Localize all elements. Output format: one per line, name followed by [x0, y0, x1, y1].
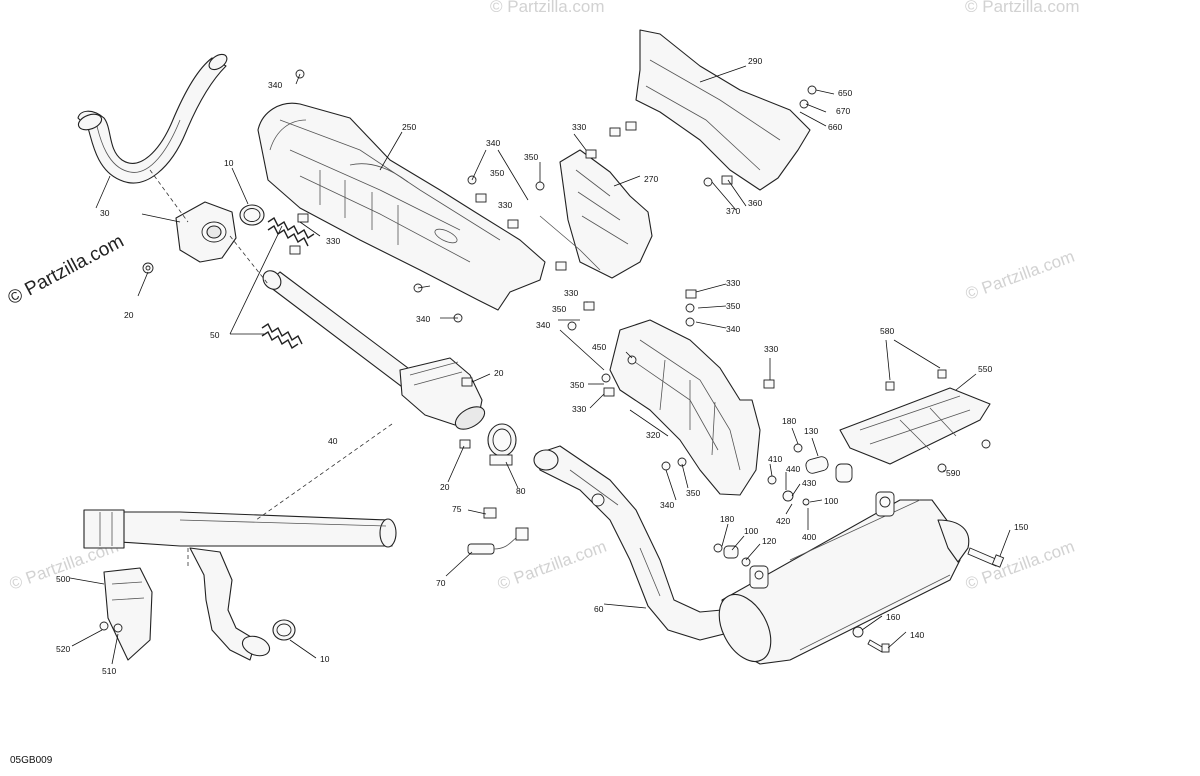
callout-590: 590 [946, 468, 960, 478]
callout-20: 20 [440, 482, 450, 492]
callout-420: 420 [776, 516, 790, 526]
callout-330: 330 [572, 404, 586, 414]
callout-350: 350 [524, 152, 538, 162]
part-rubber-mounts [713, 443, 853, 567]
callout-510: 510 [102, 666, 116, 676]
callout-340: 340 [268, 80, 282, 90]
muffler-body [718, 491, 970, 665]
part-40-center-pipe [262, 270, 486, 430]
callout-370: 370 [726, 206, 740, 216]
callout-350: 350 [726, 301, 740, 311]
callout-410: 410 [768, 454, 782, 464]
part-clips-hardware [289, 69, 991, 473]
callout-10: 10 [320, 654, 330, 664]
callout-550: 550 [978, 364, 992, 374]
callout-520: 520 [56, 644, 70, 654]
callout-350: 350 [490, 168, 504, 178]
callout-100: 100 [824, 496, 838, 506]
callout-670: 670 [836, 106, 850, 116]
callout-100: 100 [744, 526, 758, 536]
callout-180: 180 [782, 416, 796, 426]
callout-60: 60 [594, 604, 604, 614]
callout-330: 330 [726, 278, 740, 288]
callout-10: 10 [224, 158, 234, 168]
part-70-oxygen-sensor [467, 507, 529, 555]
watermark-main: © Partzilla.com [4, 231, 127, 310]
callout-290: 290 [748, 56, 762, 66]
callout-70: 70 [436, 578, 446, 588]
callout-180: 180 [720, 514, 734, 524]
callout-330: 330 [764, 344, 778, 354]
callout-350: 350 [570, 380, 584, 390]
part-10-gasket-ring [239, 204, 265, 226]
assembly-lines [149, 169, 393, 566]
callout-75: 75 [452, 504, 462, 514]
callout-430: 430 [802, 478, 816, 488]
watermark-top-right: © Partzilla.com [965, 0, 1080, 16]
callout-330: 330 [572, 122, 586, 132]
callout-660: 660 [828, 122, 842, 132]
callout-320: 320 [646, 430, 660, 440]
watermark-top-center: © Partzilla.com [490, 0, 605, 16]
callout-80: 80 [516, 486, 526, 496]
callout-350: 350 [552, 304, 566, 314]
leader-lines [69, 65, 1011, 665]
callout-130: 130 [804, 426, 818, 436]
part-10-lower-gasket [272, 619, 296, 641]
part-550-guard [839, 387, 991, 465]
callout-340: 340 [536, 320, 550, 330]
watermark-right-mid: © Partzilla.com [963, 247, 1077, 304]
callout-140: 140 [910, 630, 924, 640]
callout-150: 150 [1014, 522, 1028, 532]
part-150-bolt [967, 547, 1005, 568]
callout-340: 340 [486, 138, 500, 148]
callout-580: 580 [880, 326, 894, 336]
part-lower-header-assembly [103, 547, 271, 661]
callout-330: 330 [498, 200, 512, 210]
callout-650: 650 [838, 88, 852, 98]
callout-labels: 340 250 10 30 20 330 50 340 340 350 350 … [56, 56, 1028, 676]
callout-30: 30 [100, 208, 110, 218]
callout-340: 340 [416, 314, 430, 324]
part-140-bolt [852, 626, 890, 653]
watermark-center: © Partzilla.com [495, 537, 609, 594]
callout-340: 340 [726, 324, 740, 334]
part-250-heat-shield [257, 102, 546, 311]
callout-20: 20 [124, 310, 134, 320]
callout-360: 360 [748, 198, 762, 208]
callout-330: 330 [326, 236, 340, 246]
callout-40: 40 [328, 436, 338, 446]
callout-120: 120 [762, 536, 776, 546]
part-50-springs [261, 216, 315, 350]
callout-440: 440 [786, 464, 800, 474]
exhaust-manifold-flange [175, 201, 237, 263]
callout-350: 350 [686, 488, 700, 498]
part-520-510-hardware [99, 621, 123, 633]
watermark-right-low: © Partzilla.com [963, 537, 1077, 594]
callout-250: 250 [402, 122, 416, 132]
part-290-heat-shield [635, 29, 811, 191]
callout-340: 340 [660, 500, 674, 510]
callout-270: 270 [644, 174, 658, 184]
callout-20: 20 [494, 368, 504, 378]
part-30-header-pipe [77, 53, 228, 184]
part-80-clamp [487, 423, 517, 466]
callout-160: 160 [886, 612, 900, 622]
callout-500: 500 [56, 574, 70, 584]
diagram-code: 05GB009 [10, 755, 53, 766]
callout-50: 50 [210, 330, 220, 340]
callout-450: 450 [592, 342, 606, 352]
part-320-heat-shield [609, 319, 761, 496]
part-20-clamp-left [142, 262, 154, 274]
part-40-lower-pipe [83, 509, 397, 549]
part-270-heat-shield [539, 149, 653, 279]
callout-330: 330 [564, 288, 578, 298]
callout-400: 400 [802, 532, 816, 542]
